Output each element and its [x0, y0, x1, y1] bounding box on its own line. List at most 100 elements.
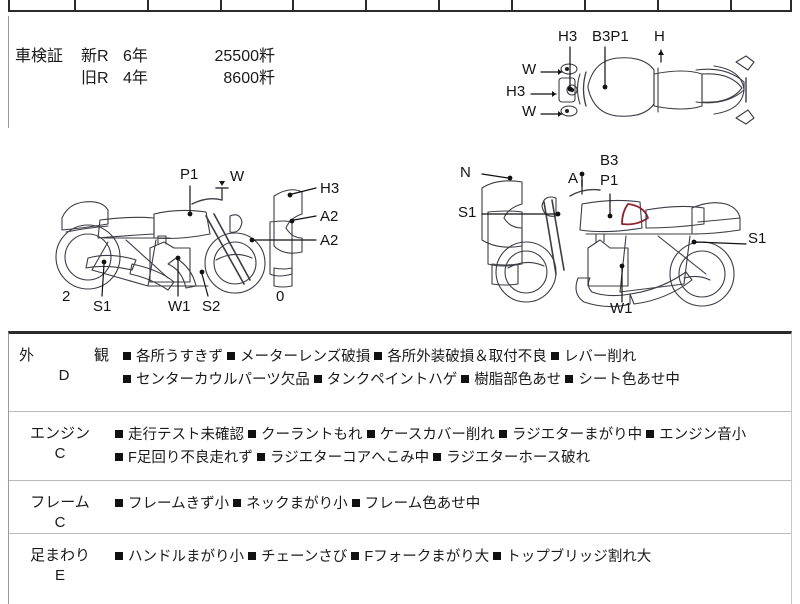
condition-category-exterior: 外 観: [19, 347, 120, 364]
odometer-unit-new: 粁: [259, 48, 276, 65]
column-divider: [438, 0, 440, 10]
condition-item: レバー削れ: [563, 349, 637, 365]
condition-item: ネックまがり小: [246, 496, 348, 512]
condition-item: タンクペイントハゲ: [326, 372, 458, 388]
top-view-label-b3p1: B3P1: [592, 28, 629, 45]
top-view-label-w-lower: W: [522, 103, 537, 120]
condition-item: 走行テスト未確認: [128, 427, 244, 443]
top-view-label-h3-upper: H3: [558, 28, 578, 45]
condition-item: ハンドルまがり小: [128, 549, 244, 565]
bullet-icon: [227, 352, 236, 360]
left-view-label-w: W: [230, 168, 245, 185]
condition-item: センターカウルパーツ欠品: [136, 372, 310, 388]
column-divider: [147, 0, 149, 10]
motorcycle-left-side-icon: [55, 181, 317, 297]
motorcycle-top-view-diagram: W H3 B3P1 H H3 W: [500, 24, 800, 134]
top-view-label-w-upper: W: [522, 61, 537, 78]
condition-category-frame: フレーム: [30, 494, 90, 511]
condition-item: ラジエターホース破れ: [446, 450, 591, 466]
bullet-icon: [123, 352, 132, 360]
condition-head-frame: フレーム C: [9, 481, 111, 533]
condition-items-suspension: ハンドルまがり小 チェーンさび Fフォークまがり大 トップブリッジ割れ大: [111, 534, 791, 579]
left-view-label-0: 0: [276, 288, 285, 305]
reg-kind-new: 新R: [81, 48, 109, 65]
condition-item: フレームきず小: [128, 496, 230, 512]
left-view-label-a2-lower: A2: [320, 232, 339, 249]
condition-item: チェーンさび: [261, 549, 348, 565]
bullet-icon: [115, 499, 123, 507]
reg-kind-old: 旧R: [81, 70, 109, 87]
condition-item: シート色あせ中: [578, 372, 680, 388]
bullet-icon: [374, 352, 383, 360]
left-view-label-s1: S1: [93, 298, 112, 315]
bullet-icon: [115, 453, 123, 461]
motorcycle-top-view-icon: [530, 46, 755, 125]
tank-damage-marking: [621, 203, 649, 226]
condition-item: 各所外装破損＆取付不良: [387, 349, 547, 365]
bullet-icon: [565, 375, 574, 383]
condition-item: エンジン音小: [659, 427, 747, 443]
condition-item: ラジエターまがり中: [511, 427, 643, 443]
right-view-label-n: N: [460, 164, 471, 181]
condition-item: 樹脂部色あせ: [474, 372, 562, 388]
right-view-label-p1: P1: [600, 172, 619, 189]
left-view-label-h3: H3: [320, 180, 340, 197]
odometer-value-new: 25500: [214, 48, 260, 65]
condition-category-engine: エンジン: [29, 425, 90, 442]
right-view-label-s1-front: S1: [458, 204, 477, 221]
column-divider: [730, 0, 732, 10]
bullet-icon: [351, 499, 360, 507]
condition-row-frame: フレーム C フレームきず小 ネックまがり小 フレーム色あせ中: [9, 481, 791, 534]
odometer-unit-old: 粁: [259, 70, 276, 87]
reg-year-old: 4年: [123, 70, 148, 87]
bullet-icon: [366, 430, 375, 438]
condition-category-suspension: 足まわり: [29, 547, 90, 564]
bullet-icon: [433, 453, 442, 461]
right-view-label-b3: B3: [600, 152, 619, 169]
odometer-row-new: 新R 6年 25500粁: [81, 42, 275, 66]
condition-row-exterior: 外 観 D 各所うすきず メーターレンズ破損 各所外装破損＆取付不良 レバー削れ…: [9, 334, 791, 412]
odometer-value-old: 8600: [223, 70, 259, 87]
column-divider: [657, 0, 659, 10]
condition-table: 外 観 D 各所うすきず メーターレンズ破損 各所外装破損＆取付不良 レバー削れ…: [8, 331, 792, 604]
bullet-icon: [461, 375, 470, 383]
bullet-icon: [498, 430, 507, 438]
column-divider: [584, 0, 586, 10]
bullet-icon: [248, 552, 257, 560]
condition-head-exterior: 外 観 D: [9, 334, 119, 386]
condition-row-engine: エンジン C 走行テスト未確認 クーラントもれ ケースカバー削れ ラジエターまが…: [9, 412, 791, 481]
condition-head-suspension: 足まわり E: [9, 534, 111, 586]
condition-items-frame: フレームきず小 ネックまがり小 フレーム色あせ中: [111, 481, 791, 526]
left-view-label-2: 2: [62, 288, 71, 305]
bullet-icon: [248, 430, 257, 438]
right-view-label-s1-rear: S1: [748, 230, 767, 247]
bullet-icon: [256, 453, 265, 461]
bullet-icon: [550, 352, 559, 360]
bullet-icon: [115, 430, 123, 438]
condition-item: フレーム色あせ中: [364, 496, 481, 512]
motorcycle-left-side-view-diagram: P1 W H3 A2 A2 2 S1 W1 S2 0: [30, 160, 400, 325]
motorcycle-right-side-view-diagram: N S1 A B3 P1 S1 W1: [430, 152, 800, 327]
condition-item: クーラントもれ: [261, 427, 363, 443]
bullet-icon: [493, 552, 502, 560]
top-view-label-h3-mid: H3: [506, 83, 526, 100]
condition-row-suspension: 足まわり E ハンドルまがり小 チェーンさび Fフォークまがり大 トップブリッジ…: [9, 534, 791, 604]
bullet-icon: [313, 375, 322, 383]
reg-year-new: 6年: [123, 48, 148, 65]
column-divider: [292, 0, 294, 10]
condition-grade-suspension: E: [54, 567, 65, 584]
column-divider: [220, 0, 222, 10]
condition-item: 各所うすきず: [136, 349, 224, 365]
left-view-label-p1: P1: [180, 166, 199, 183]
condition-head-engine: エンジン C: [9, 412, 111, 464]
odometer-row-old: 旧R 4年 8600粁: [81, 64, 275, 88]
left-view-label-a2-upper: A2: [320, 208, 339, 225]
registration-label: 車検証: [15, 48, 64, 65]
condition-item: F足回り不良走れず: [128, 450, 253, 466]
right-view-label-w1: W1: [610, 300, 633, 317]
condition-items-exterior: 各所うすきず メーターレンズ破損 各所外装破損＆取付不良 レバー削れ センターカ…: [119, 334, 791, 402]
motorcycle-right-side-icon: [481, 171, 747, 308]
condition-grade-exterior: D: [58, 367, 70, 384]
